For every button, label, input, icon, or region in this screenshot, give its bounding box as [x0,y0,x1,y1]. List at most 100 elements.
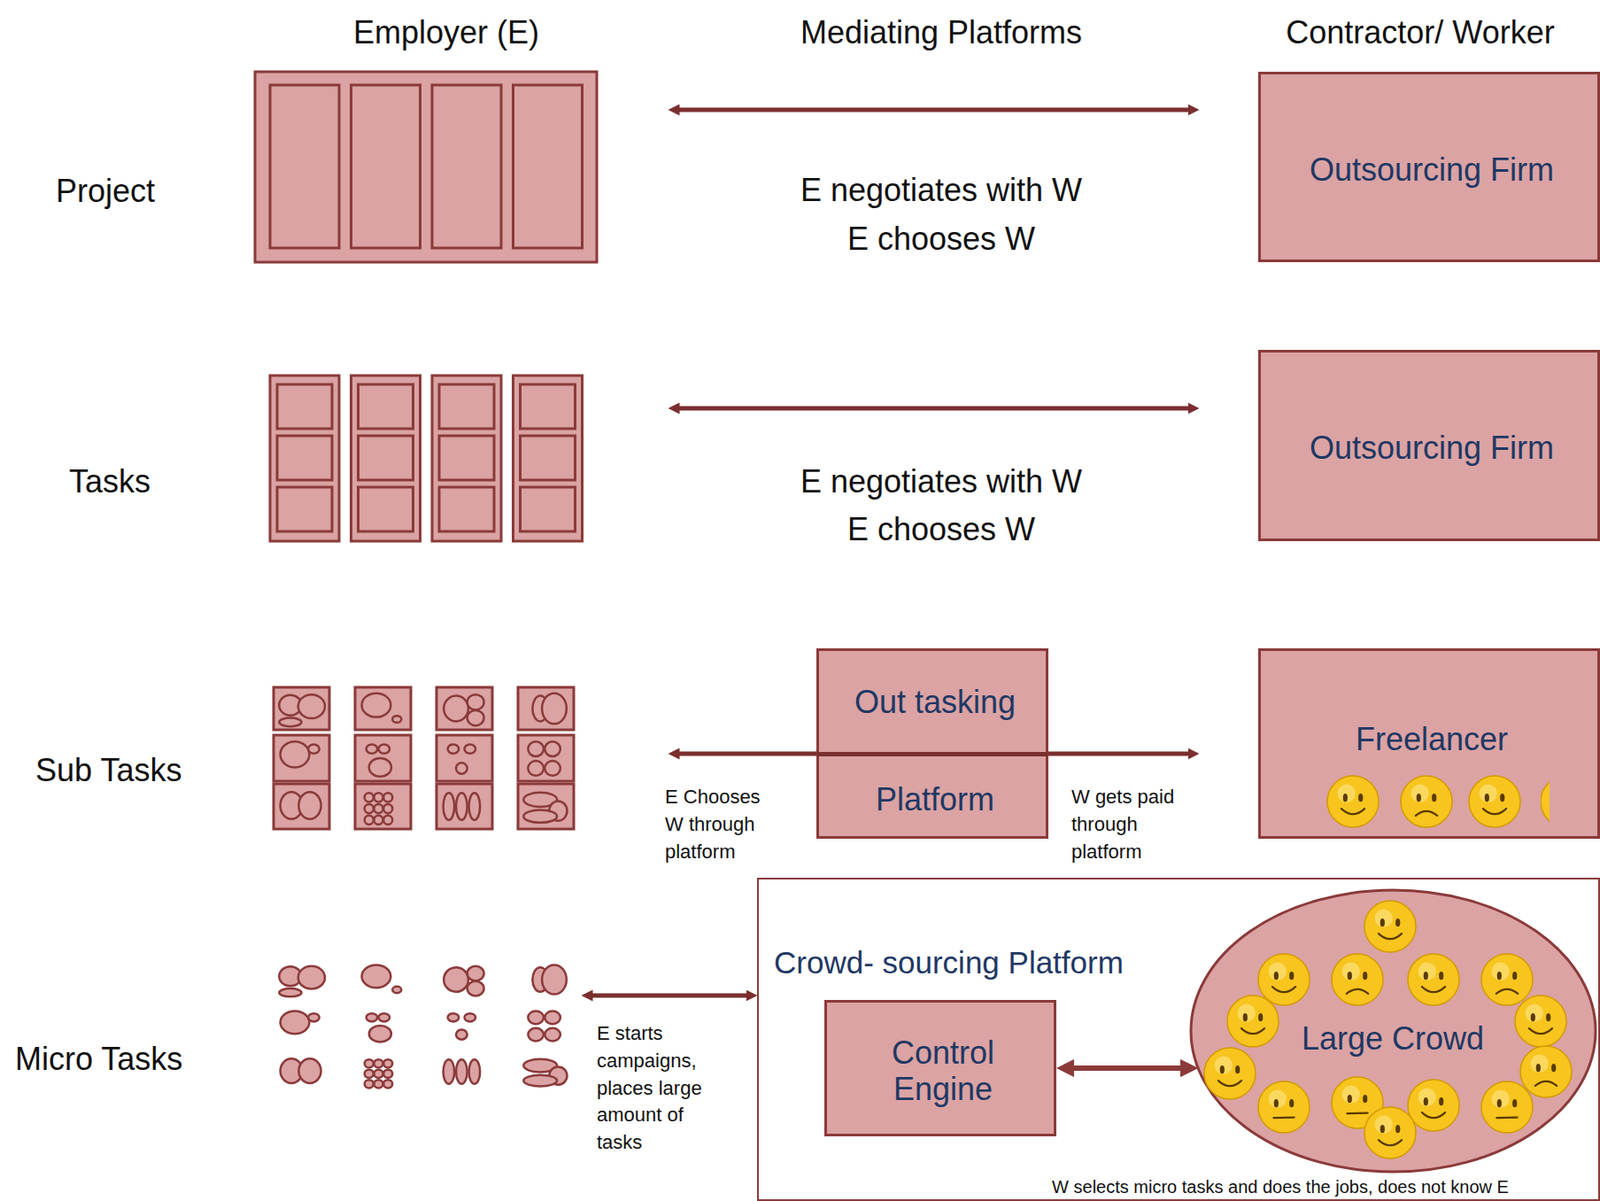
task-cell [277,384,333,429]
smiley-icon [1481,953,1533,1005]
microtask-shape [527,1028,544,1042]
subtask-shape [362,693,392,718]
smiley-icon [1327,775,1379,828]
column-header: Mediating Platforms [800,14,1083,51]
subtask-shape [383,803,393,813]
microtask-shape [383,1058,393,1067]
row-label: Tasks [69,463,151,500]
task-cell [439,384,495,429]
microtask-shape [464,1012,477,1021]
smiley-icon [1540,775,1550,828]
task-cell [520,384,576,429]
task-cell [520,435,576,480]
subtask-shape [364,815,374,825]
mediation-note: E chooses W [847,220,1036,257]
subtask-cell [436,734,493,781]
microtask-shape [369,1025,392,1042]
node-label: Outsourcing Firm [1309,151,1554,188]
subtask-shape [369,757,392,777]
column-header: Employer (E) [353,14,540,51]
task-cell [277,435,333,480]
project-panel [513,85,583,248]
microtask-shape [383,1079,393,1088]
microtask-shape [456,1029,468,1040]
subtask-shape [364,803,374,813]
smiley-icon [1227,995,1279,1047]
project-panel [351,85,421,248]
microtask-shape [308,1012,320,1021]
subtask-shape [467,710,485,726]
microtask-shape [448,1012,460,1021]
microtask-shape [298,1058,321,1083]
subtask-shape [378,743,390,753]
microtask-shape [467,981,485,997]
project-panel [270,85,340,248]
mediation-note: E Chooses W through platform [664,783,781,866]
subtask-shape [467,694,485,710]
outtasking-platform-box: Out taskingPlatform [816,648,1049,839]
subtask-cell [273,783,330,829]
microtask-shape [544,1028,561,1042]
smiley-icon [1364,1106,1416,1159]
row-label: Project [55,172,155,209]
microtask-shape [544,1010,561,1024]
node-label: Large Crowd [1301,1020,1485,1057]
subtask-shape [373,792,383,802]
microtask-shape [469,1058,481,1084]
microtask-shape [523,1074,557,1087]
subtask-shape [364,792,374,802]
mediation-note: E starts campaigns, places large amount … [596,1020,730,1157]
microtask-shape [366,1012,379,1021]
task-column [270,375,340,542]
microtask-shape [373,1069,383,1078]
platform-divider-line [817,751,1048,757]
node-label: Freelancer [1355,720,1508,758]
project-panel [432,85,502,248]
smiley-icon [1520,1045,1572,1098]
flow-arrow [587,993,752,998]
task-column [351,375,421,542]
subtask-cell [355,734,411,781]
microtask-shape [467,966,485,982]
microtask-shape [443,966,469,992]
task-cell [358,384,414,429]
subtask-shape [366,743,379,753]
smiley-icon [1407,953,1460,1005]
subtask-shape [443,792,456,820]
subtask-cell [273,687,330,730]
subtask-shape [298,791,321,820]
smiley-icon [1204,1047,1256,1099]
subtask-shape [527,741,544,757]
task-cell [277,486,333,532]
task-cell [520,486,576,532]
subtask-shape [443,695,469,722]
flow-arrow [673,751,817,757]
node-label: Platform [875,780,995,818]
microtask-shape [527,1010,544,1024]
microtask-shape [373,1058,383,1067]
task-cell [358,486,414,532]
microtask-shape [298,966,325,990]
subtask-cell [273,734,330,781]
subtask-shape [527,760,544,776]
mediation-note: W gets paid through platform [1071,783,1187,866]
outsourcing-firm-box: Outsourcing Firm [1258,349,1600,542]
flow-arrow [673,108,1194,113]
microtask-shape [362,964,392,988]
subtask-cell [517,687,574,730]
microtask-shape [364,1079,374,1088]
subtask-shape [464,743,477,753]
smiley-icon [1407,1079,1460,1131]
subtask-cell [436,687,493,730]
smiley-icon [1258,1081,1310,1133]
smiley-icon [1468,775,1521,828]
subtask-shape [278,718,302,727]
flow-arrow [1048,751,1194,757]
microtask-shape [280,1010,310,1034]
subtask-shape [544,760,561,776]
subtask-shape [541,693,567,725]
double-arrow-connector [1065,1065,1190,1071]
smiley-icon [1331,953,1384,1005]
subtask-shape [373,803,383,813]
subtask-cell [517,783,574,829]
